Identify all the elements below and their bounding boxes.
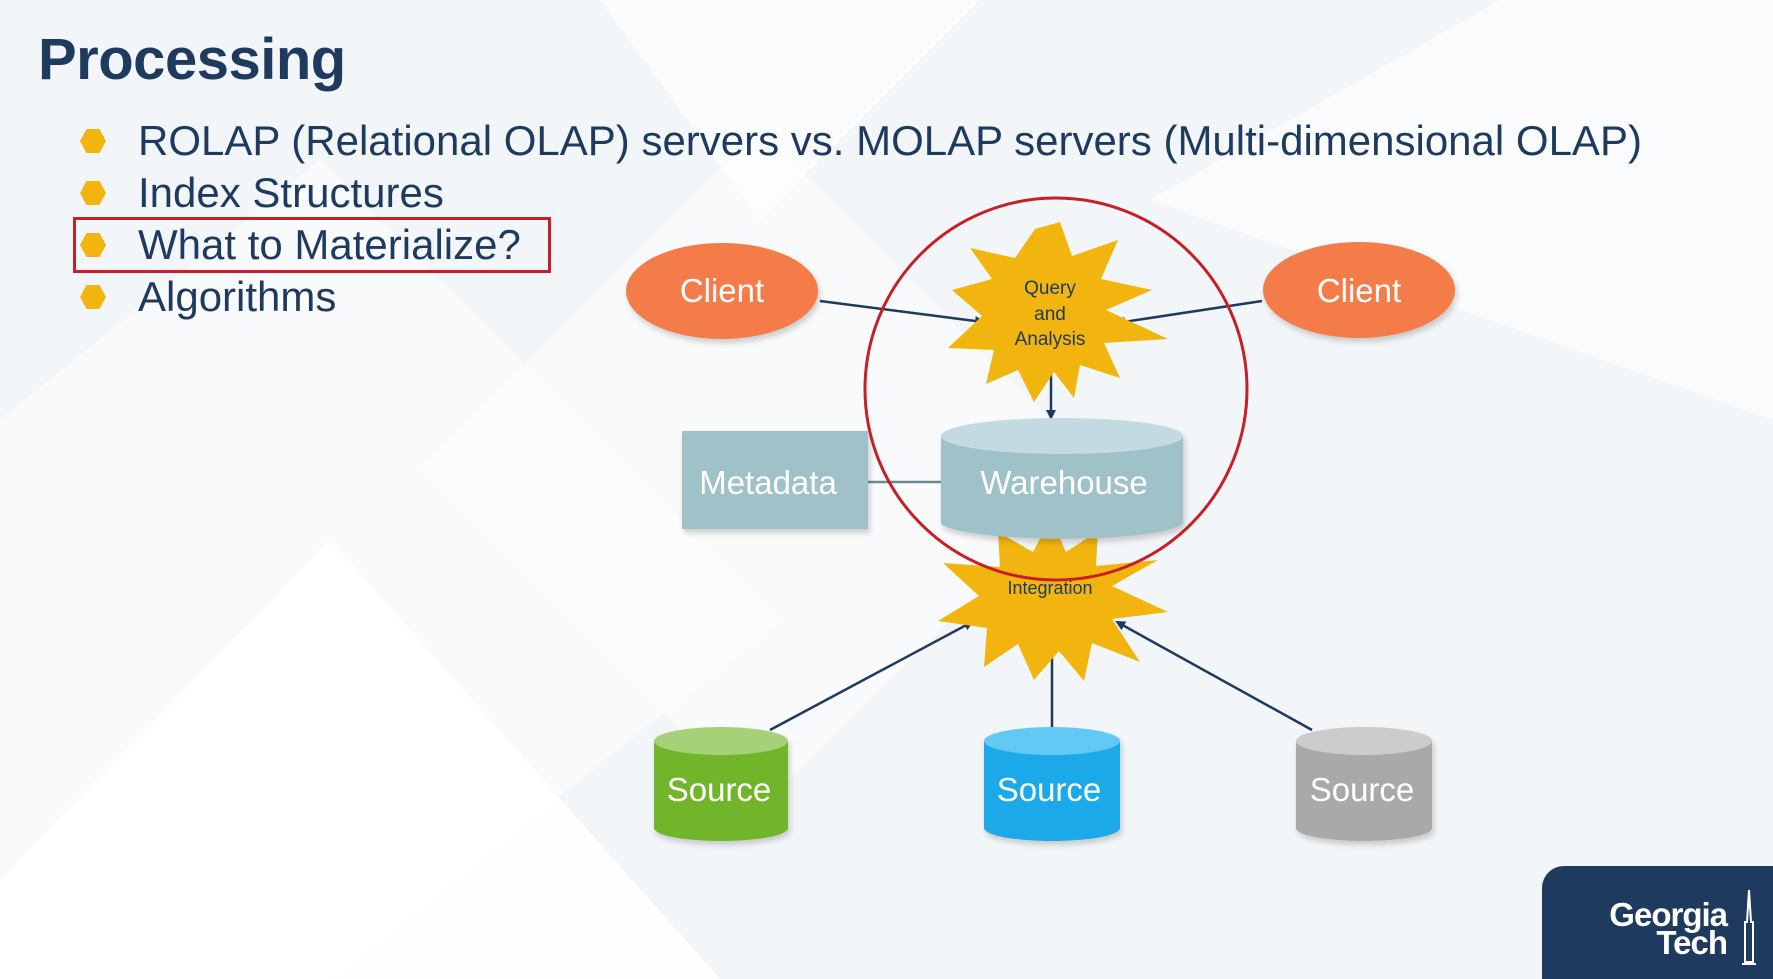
source-blue-label: Source bbox=[997, 771, 1102, 808]
metadata-label: Metadata bbox=[699, 464, 837, 501]
source-green-label: Source bbox=[667, 771, 772, 808]
hexagon-bullet-icon bbox=[80, 129, 106, 153]
arrow-client-left-to-query bbox=[819, 299, 985, 326]
source-blue-cylinder bbox=[984, 727, 1120, 841]
bullet-item-rolap-molap: ROLAP (Relational OLAP) servers vs. MOLA… bbox=[80, 115, 1642, 167]
arrow-client-right-to-query bbox=[1115, 299, 1263, 327]
bullet-item-what-to-materialize: What to Materialize? bbox=[80, 219, 1642, 271]
georgia-tech-logo: Georgia Tech bbox=[1542, 866, 1773, 979]
slide-title: Processing bbox=[38, 27, 346, 92]
bullet-item-index-structures: Index Structures bbox=[80, 167, 1642, 219]
highlight-circle bbox=[863, 196, 1249, 582]
warehouse-label: Warehouse bbox=[980, 464, 1148, 501]
hexagon-bullet-icon bbox=[80, 285, 106, 309]
logo-text-line2: Tech bbox=[1656, 924, 1728, 961]
tower-icon bbox=[1742, 889, 1756, 965]
integration-label: Integration bbox=[1007, 578, 1092, 598]
bullet-item-algorithms: Algorithms bbox=[80, 271, 1642, 323]
source-gray-label: Source bbox=[1310, 771, 1415, 808]
bullet-text: ROLAP (Relational OLAP) servers vs. MOLA… bbox=[138, 117, 1642, 164]
source-gray-cylinder bbox=[1296, 727, 1432, 841]
bullet-list: ROLAP (Relational OLAP) servers vs. MOLA… bbox=[80, 115, 1642, 323]
client-left-ellipse bbox=[626, 243, 818, 339]
query-label-line1: Query bbox=[1024, 278, 1076, 299]
integration-starburst bbox=[938, 518, 1168, 681]
bullet-text: What to Materialize? bbox=[138, 221, 521, 268]
arrow-source-gray-to-integration bbox=[1115, 620, 1313, 732]
client-right-label: Client bbox=[1317, 272, 1401, 309]
source-green-cylinder bbox=[654, 727, 788, 841]
query-label-line2: and bbox=[1034, 304, 1066, 325]
arrow-source-green-to-integration bbox=[769, 620, 974, 732]
client-left-label: Client bbox=[680, 272, 764, 309]
logo-text-line1: Georgia bbox=[1609, 896, 1728, 933]
hexagon-bullet-icon bbox=[80, 233, 106, 257]
warehouse-cylinder bbox=[941, 418, 1183, 539]
query-label-line3: Analysis bbox=[1015, 329, 1086, 350]
bullet-text: Algorithms bbox=[138, 273, 337, 320]
highlight-box-what-to-materialize bbox=[73, 217, 551, 273]
hexagon-bullet-icon bbox=[80, 181, 106, 205]
client-right-ellipse bbox=[1263, 242, 1455, 338]
bullet-text: Index Structures bbox=[138, 169, 444, 216]
metadata-box bbox=[682, 431, 868, 529]
query-analysis-starburst bbox=[948, 222, 1168, 402]
